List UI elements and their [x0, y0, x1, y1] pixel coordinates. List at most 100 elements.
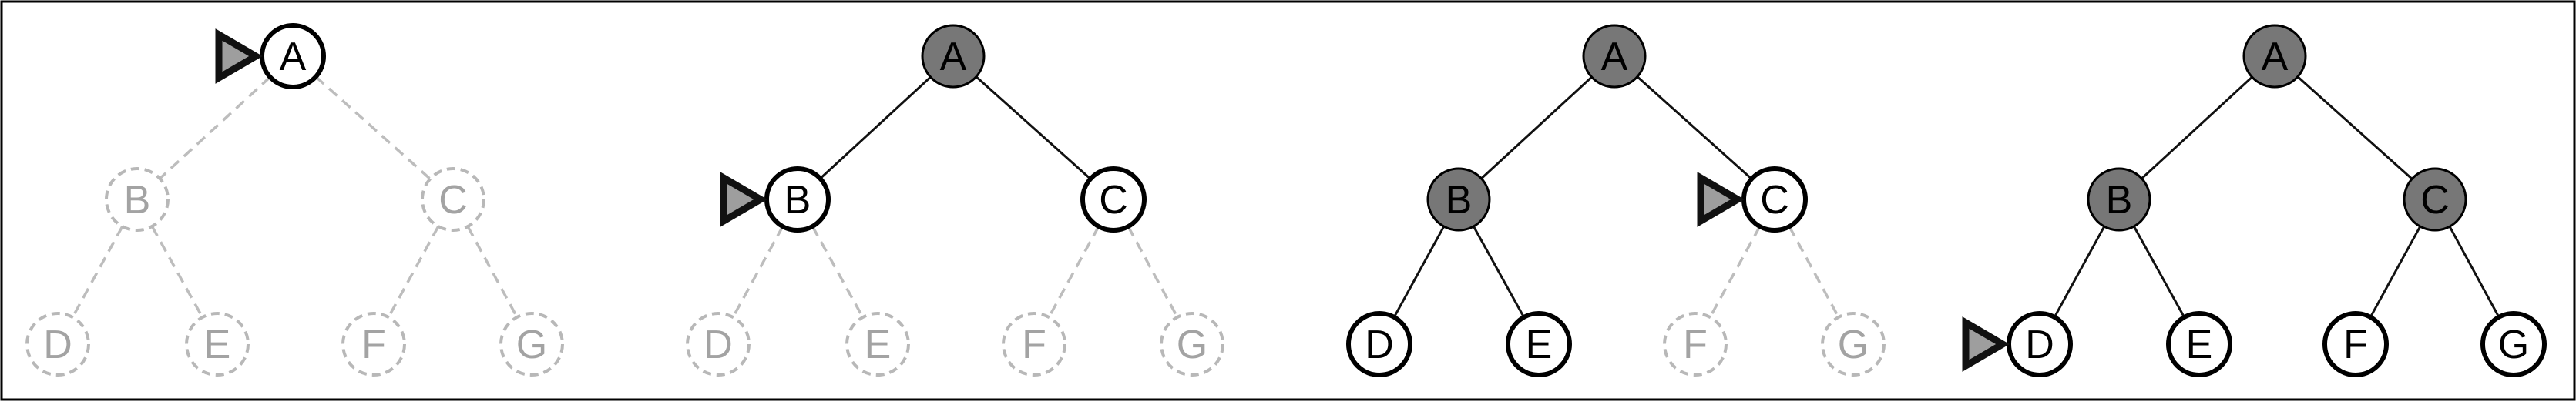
node-circle [341, 312, 406, 377]
node-label: B [1446, 178, 1473, 223]
node-circle [921, 24, 986, 89]
node-f: F [1002, 312, 1066, 377]
node-label: G [1177, 323, 1207, 367]
edge-b-d [2053, 226, 2106, 318]
edge-a-b [2141, 75, 2253, 180]
node-b: B [105, 167, 170, 232]
node-g: G [1821, 312, 1886, 377]
node-circle [25, 312, 90, 377]
node-d: D [686, 312, 751, 377]
node-label: A [280, 35, 307, 79]
node-label: D [2025, 323, 2054, 367]
node-label: B [124, 178, 151, 223]
node-circle [421, 167, 485, 232]
panel-2: A B C D E F G [686, 24, 1224, 377]
node-f: F [341, 312, 406, 377]
current-node-pointer-icon [720, 172, 767, 227]
node-circle [1582, 24, 1647, 89]
node-circle [1080, 166, 1147, 233]
node-label: E [204, 323, 231, 367]
node-g: G [499, 312, 564, 377]
node-label: A [1601, 35, 1628, 79]
edge-b-d [1392, 226, 1446, 318]
node-label: F [2343, 323, 2368, 367]
node-label: E [2186, 323, 2213, 367]
node-label: G [2498, 323, 2529, 367]
node-circle [2087, 167, 2151, 232]
node-circle [686, 312, 751, 377]
node-e: E [2166, 311, 2232, 377]
edge-a-c [2296, 75, 2413, 180]
node-e: E [1506, 311, 1572, 377]
edge-a-c [975, 75, 1092, 180]
node-a: A [260, 23, 326, 89]
panels-layer: A B C D E F G A B C D E F G A B C D E F G A B C D E F G [25, 23, 2547, 377]
node-circle [1160, 312, 1224, 377]
node-circle [2480, 311, 2547, 377]
panel-3: A B C D E F G [1346, 24, 1886, 377]
node-label: F [1683, 323, 1708, 367]
node-label: G [1838, 323, 1869, 367]
node-circle [2403, 167, 2467, 232]
node-circle [185, 312, 250, 377]
node-label: A [2262, 35, 2289, 79]
node-circle [2242, 24, 2307, 89]
edge-a-b [819, 75, 932, 180]
node-g: G [1160, 312, 1224, 377]
edge-a-c [314, 75, 432, 180]
node-a: A [921, 24, 986, 89]
node-circle [105, 167, 170, 232]
current-node-pointer-icon [1962, 316, 2010, 372]
node-circle [1002, 312, 1066, 377]
node-e: E [845, 312, 910, 377]
node-c: C [2403, 167, 2467, 232]
node-label: C [1099, 178, 1128, 223]
node-d: D [2007, 311, 2073, 377]
node-label: C [438, 178, 468, 223]
edge-a-b [159, 75, 271, 180]
node-circle [499, 312, 564, 377]
node-circle [2166, 311, 2232, 377]
node-label: D [1365, 323, 1394, 367]
panel-4: A B C D E F G [1962, 24, 2547, 377]
node-label: C [1760, 178, 1789, 223]
panel-1: A B C D E F G [25, 23, 564, 377]
node-d: D [1346, 311, 1412, 377]
node-label: B [2106, 178, 2133, 223]
node-c: C [1080, 166, 1147, 233]
node-label: B [784, 178, 811, 223]
node-f: F [2322, 311, 2389, 377]
edge-b-e [2133, 226, 2185, 318]
node-circle [2322, 311, 2389, 377]
current-node-pointer-icon [1697, 172, 1745, 227]
node-label: E [865, 323, 892, 367]
node-e: E [185, 312, 250, 377]
node-label: E [1526, 323, 1553, 367]
edge-a-b [1480, 75, 1593, 180]
node-c: C [1741, 166, 1808, 233]
node-a: A [2242, 24, 2307, 89]
node-circle [1506, 311, 1572, 377]
node-b: B [1426, 167, 1491, 232]
node-label: F [1022, 323, 1046, 367]
node-label: D [43, 323, 72, 367]
node-circle [1663, 312, 1728, 377]
node-circle [1346, 311, 1412, 377]
node-label: A [940, 35, 967, 79]
edge-a-c [1636, 75, 1753, 180]
node-a: A [1582, 24, 1647, 89]
node-g: G [2480, 311, 2547, 377]
node-label: D [704, 323, 733, 367]
node-circle [1426, 167, 1491, 232]
node-label: F [361, 323, 386, 367]
node-label: G [516, 323, 547, 367]
node-f: F [1663, 312, 1728, 377]
node-label: C [2420, 178, 2450, 223]
node-b: B [764, 166, 831, 233]
node-circle [845, 312, 910, 377]
edge-b-e [1473, 226, 1525, 318]
node-c: C [421, 167, 485, 232]
node-b: B [2087, 167, 2151, 232]
